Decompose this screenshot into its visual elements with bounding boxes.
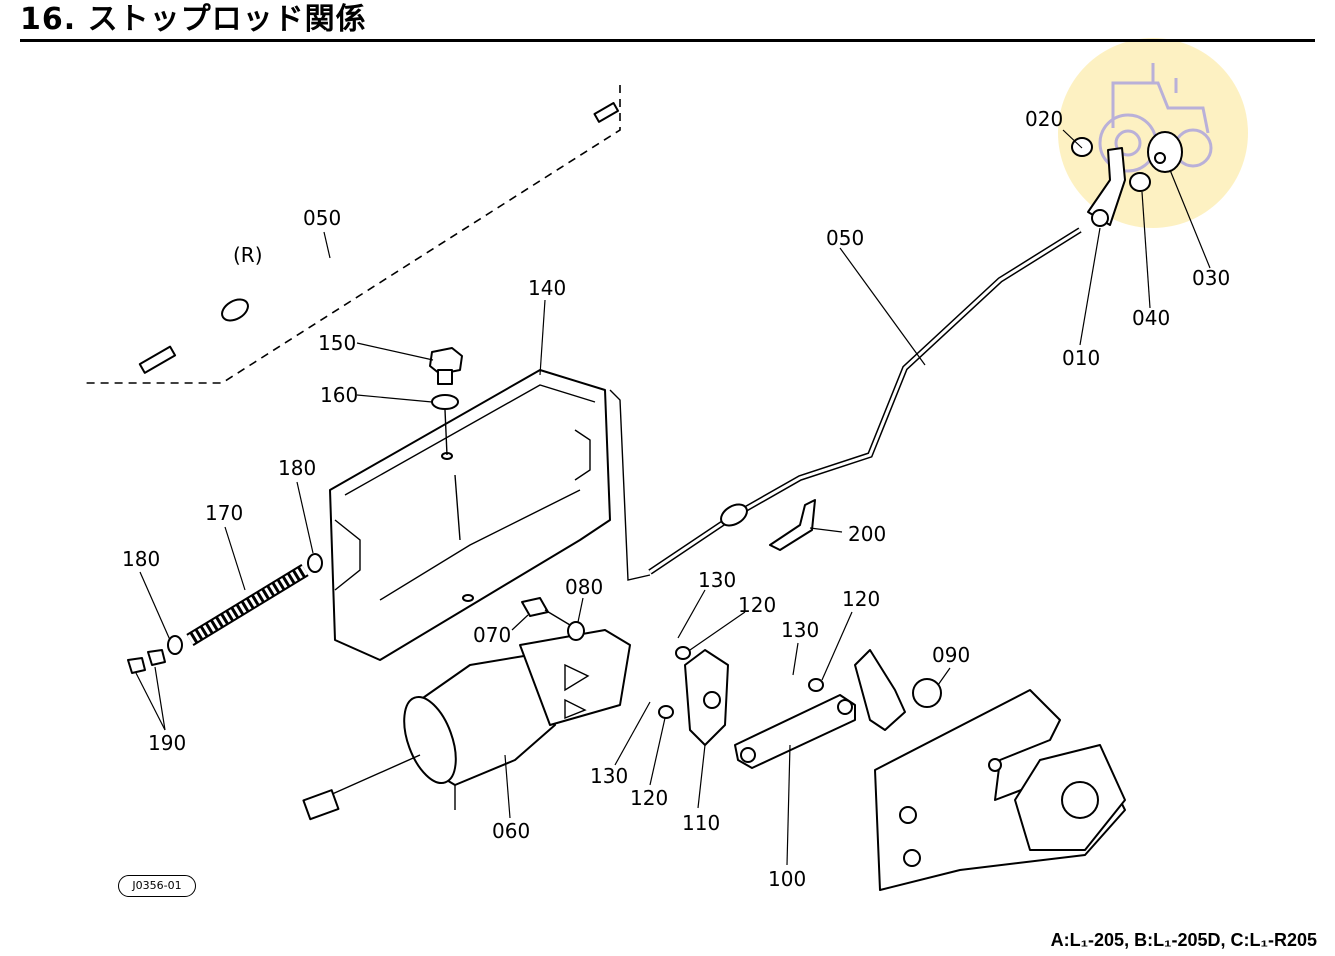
part-label-130-mid: 130 [781, 618, 819, 642]
part-label-130-top: 130 [698, 568, 736, 592]
washer-120-b [658, 705, 674, 719]
washer-160 [431, 394, 459, 410]
bolt-070 [521, 597, 549, 617]
washer-180-upper [307, 553, 323, 573]
figure-reference-code: J0356-01 [118, 875, 196, 897]
washer-120-a [675, 646, 691, 660]
part-label-070: 070 [473, 623, 511, 647]
part-label-010: 010 [1062, 346, 1100, 370]
nut-190-b [147, 649, 166, 666]
side-marker: (R) [233, 243, 263, 267]
part-label-050-left: 050 [303, 206, 341, 230]
stop-rod-right [648, 227, 1082, 575]
part-label-030: 030 [1192, 266, 1230, 290]
part-label-160: 160 [320, 383, 358, 407]
part-label-100: 100 [768, 867, 806, 891]
stop-rod-left [138, 102, 620, 374]
part-label-150: 150 [318, 331, 356, 355]
applicable-models: A:L₁-205, B:L₁-205D, C:L₁-R205 [1050, 930, 1317, 950]
injection-pump-housing [874, 689, 1126, 891]
leader-lines [135, 129, 1211, 866]
nut-190-a [127, 657, 146, 674]
part-label-200: 200 [848, 522, 886, 546]
part-label-110: 110 [682, 811, 720, 835]
part-label-090: 090 [932, 643, 970, 667]
stop-arm-100 [734, 694, 856, 769]
washer-180-lower [167, 635, 183, 655]
part-label-060: 060 [492, 819, 530, 843]
clip-200 [769, 499, 816, 551]
part-label-120-top: 120 [738, 593, 776, 617]
part-label-170: 170 [205, 501, 243, 525]
part-label-120-right: 120 [842, 587, 880, 611]
part-label-190: 190 [148, 731, 186, 755]
spring-090 [912, 678, 942, 708]
stop-lever [854, 649, 906, 731]
stop-cover [329, 369, 611, 661]
washer-120-c [808, 678, 824, 692]
stop-solenoid [302, 629, 631, 821]
part-label-130-bottom: 130 [590, 764, 628, 788]
part-label-180-lower: 180 [122, 547, 160, 571]
part-label-050-right: 050 [826, 226, 864, 250]
title-rule [20, 39, 1315, 42]
rear-section-boundary [85, 85, 621, 384]
part-label-020: 020 [1025, 107, 1063, 131]
watermark-logo [1058, 38, 1248, 228]
bolt-150 [429, 347, 463, 385]
washer-080 [567, 621, 585, 641]
part-label-040: 040 [1132, 306, 1170, 330]
stop-lever-assembly [1071, 131, 1183, 227]
page-title: 16. ストップロッド関係 [20, 2, 367, 37]
part-label-080: 080 [565, 575, 603, 599]
part-label-140: 140 [528, 276, 566, 300]
part-label-180-upper: 180 [278, 456, 316, 480]
part-label-120-bottom: 120 [630, 786, 668, 810]
spring-170 [186, 564, 309, 646]
